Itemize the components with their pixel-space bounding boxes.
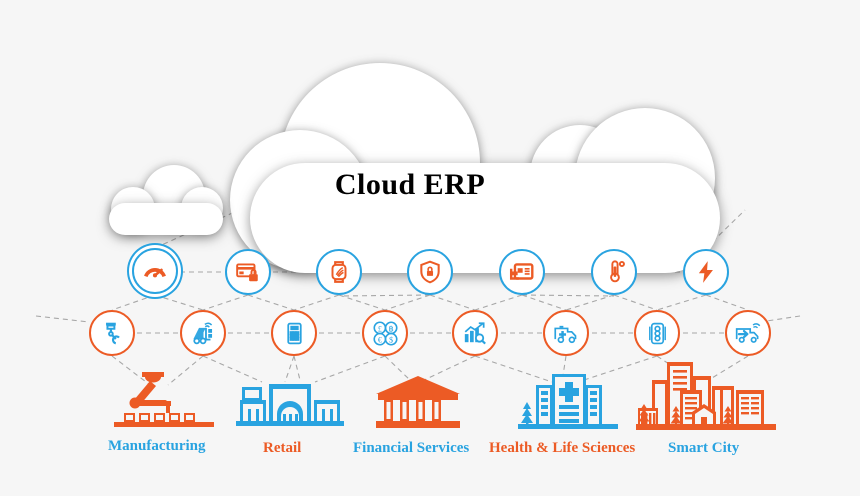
analytics-chart-icon	[462, 320, 488, 346]
industry-label-financial-services: Financial Services	[353, 440, 470, 456]
node-robotic-arm[interactable]	[89, 310, 135, 356]
node-power[interactable]	[683, 249, 729, 295]
hospital-building-illustration	[518, 372, 618, 435]
svg-text:£: £	[377, 324, 381, 333]
node-smart-forklift[interactable]	[180, 310, 226, 356]
node-id-card-reader[interactable]	[499, 249, 545, 295]
ambulance-icon	[553, 320, 580, 347]
cloud-title: Cloud ERP	[334, 168, 486, 201]
svg-text:$: $	[389, 335, 393, 344]
node-ambulance[interactable]	[543, 310, 589, 356]
thermometer-icon	[601, 259, 627, 285]
cloud-erp-shape	[230, 45, 730, 273]
svg-text:฿: ฿	[388, 324, 393, 333]
node-pos-terminal[interactable]	[271, 310, 317, 356]
node-traffic-light[interactable]	[634, 310, 680, 356]
currency-coins-icon: £ ฿ € $	[372, 320, 399, 347]
node-shield-lock[interactable]	[407, 249, 453, 295]
city-skyline-illustration	[636, 360, 776, 435]
traffic-light-icon	[645, 321, 670, 346]
smart-forklift-icon	[190, 320, 217, 347]
factory-robot-conveyor-illustration	[112, 370, 217, 433]
node-smartwatch[interactable]	[316, 249, 362, 295]
lightning-bolt-icon	[693, 259, 719, 285]
node-currency[interactable]: £ ฿ € $	[362, 310, 408, 356]
bank-building-illustration	[372, 374, 464, 434]
id-card-reader-icon	[509, 259, 535, 285]
speedometer-icon	[142, 258, 168, 284]
industry-label-retail: Retail	[263, 440, 302, 456]
industry-label-manufacturing: Manufacturing	[108, 438, 206, 454]
node-speedometer[interactable]	[132, 248, 178, 294]
shield-lock-icon	[417, 259, 443, 285]
cloud-cover	[258, 165, 710, 265]
decorative-cloud	[105, 165, 225, 235]
industry-label-health-life-sciences: Health & Life Sciences	[489, 440, 636, 456]
retail-storefront-illustration	[236, 381, 344, 434]
node-analytics[interactable]	[452, 310, 498, 356]
robotic-arm-icon	[99, 320, 125, 346]
node-credit-card-lock[interactable]	[225, 249, 271, 295]
smart-delivery-truck-icon	[735, 320, 762, 347]
industry-label-smart-city: Smart City	[668, 440, 740, 456]
node-thermometer[interactable]	[591, 249, 637, 295]
smartwatch-icon	[326, 259, 352, 285]
svg-text:€: €	[377, 335, 381, 344]
node-smart-delivery-truck[interactable]	[725, 310, 771, 356]
credit-card-lock-icon	[235, 259, 261, 285]
cloud-cover	[113, 203, 219, 231]
pos-terminal-icon	[282, 321, 307, 346]
